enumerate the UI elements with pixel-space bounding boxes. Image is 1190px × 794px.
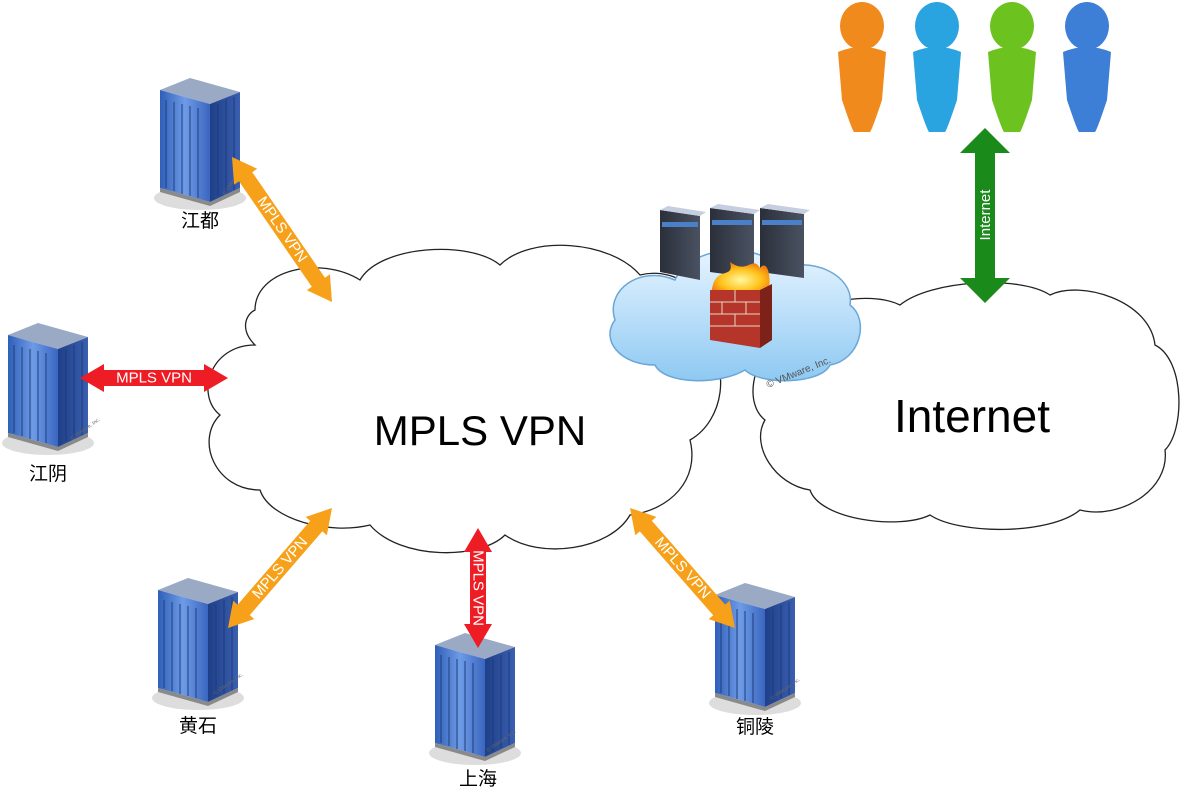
mpls-link-arrow-shape [80,364,228,392]
mpls-link-arrow-shanghai: MPLS VPN [464,528,492,648]
site-label-huangshi: 黄石 [179,715,217,737]
mpls-link-arrow-shape [227,507,333,629]
site-label-shanghai: 上海 [459,768,497,790]
mpls-link-label: MPLS VPN [651,534,714,602]
users-group [838,2,1111,132]
site-building-shanghai [428,632,522,766]
site-building-jiangdu [153,77,247,211]
mpls-link-arrow-jiangyin: MPLS VPN [80,364,228,392]
mpls-link-arrow-shape [464,528,492,648]
mpls-link-label: MPLS VPN [116,370,192,387]
site-building-huangshi [151,577,245,711]
site-label-tongling: 铜陵 [736,716,774,738]
mpls-cloud-label: MPLS VPN [374,407,586,454]
internet-link-label: Internet [977,189,994,241]
user-icon [838,2,886,132]
mpls-link-arrow-shape [629,507,736,629]
mpls-vpn-cloud [207,244,722,554]
firewall-icon [710,262,772,348]
site-label-jiangdu: 江都 [181,210,219,232]
mpls-link-label: MPLS VPN [253,193,310,265]
server-rack-icon [660,204,810,280]
site-label-jiangyin: 江阴 [29,463,67,485]
mpls-link-arrow-huangshi: MPLS VPN [227,507,333,629]
user-icon [988,2,1036,132]
mpls-link-arrow-tongling: MPLS VPN [629,507,736,629]
user-icon [913,2,961,132]
internet-cloud-label: Internet [894,390,1050,442]
user-icon [1063,2,1111,132]
mpls-link-label: MPLS VPN [470,550,487,626]
internet-cloud [752,282,1180,531]
mpls-link-label: MPLS VPN [249,534,312,602]
internet-link-arrow: Internet [960,128,1010,303]
mpls-link-arrow-shape [232,157,332,302]
